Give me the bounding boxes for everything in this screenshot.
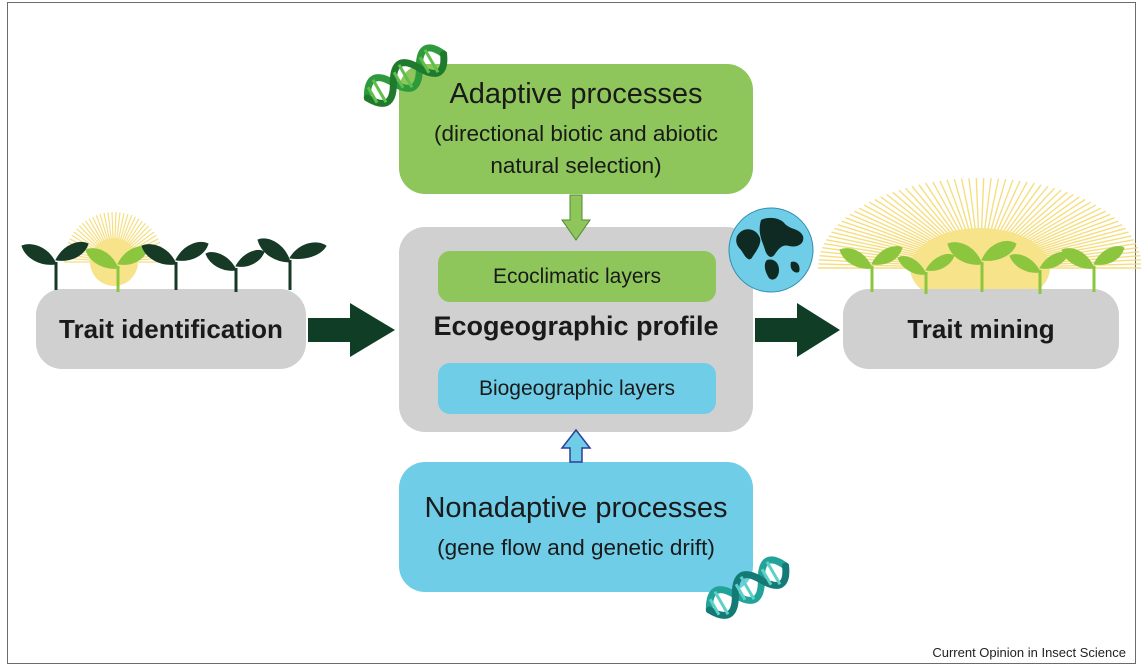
arrow-right-icon [308, 303, 395, 357]
nonadaptive-title: Nonadaptive processes [424, 492, 728, 524]
dna-helix-icon [363, 44, 448, 107]
arrow-down-icon [561, 194, 591, 241]
globe-icon [728, 207, 814, 293]
arrow-up-icon [560, 428, 592, 463]
trait-mining-box: Trait mining [843, 289, 1119, 369]
ecoclimatic-layers-box: Ecoclimatic layers [438, 251, 716, 302]
figure-frame [7, 2, 1136, 664]
nonadaptive-subtitle: (gene flow and genetic drift) [437, 535, 715, 560]
adaptive-processes-box: Adaptive processes (directional biotic a… [399, 64, 753, 194]
ecogeographic-profile-box: Ecoclimatic layers Ecogeographic profile… [399, 227, 753, 432]
seedling-icon [21, 238, 327, 292]
seedling-icon [839, 240, 1125, 294]
sunburst-icon [818, 177, 1141, 308]
ecogeographic-profile-title: Ecogeographic profile [433, 311, 719, 341]
nonadaptive-processes-box: Nonadaptive processes (gene flow and gen… [399, 462, 753, 592]
arrow-right-icon [755, 303, 840, 357]
journal-credit: Current Opinion in Insect Science [932, 645, 1126, 660]
trait-mining-label: Trait mining [907, 313, 1055, 344]
adaptive-subtitle-line1: (directional biotic and abiotic [434, 121, 718, 146]
trait-identification-box: Trait identification [36, 289, 306, 369]
trait-identification-label: Trait identification [59, 313, 283, 344]
adaptive-title: Adaptive processes [449, 78, 703, 110]
biogeographic-layers-box: Biogeographic layers [438, 363, 716, 414]
adaptive-subtitle-line2: natural selection) [490, 153, 662, 178]
dna-helix-icon [705, 556, 790, 619]
